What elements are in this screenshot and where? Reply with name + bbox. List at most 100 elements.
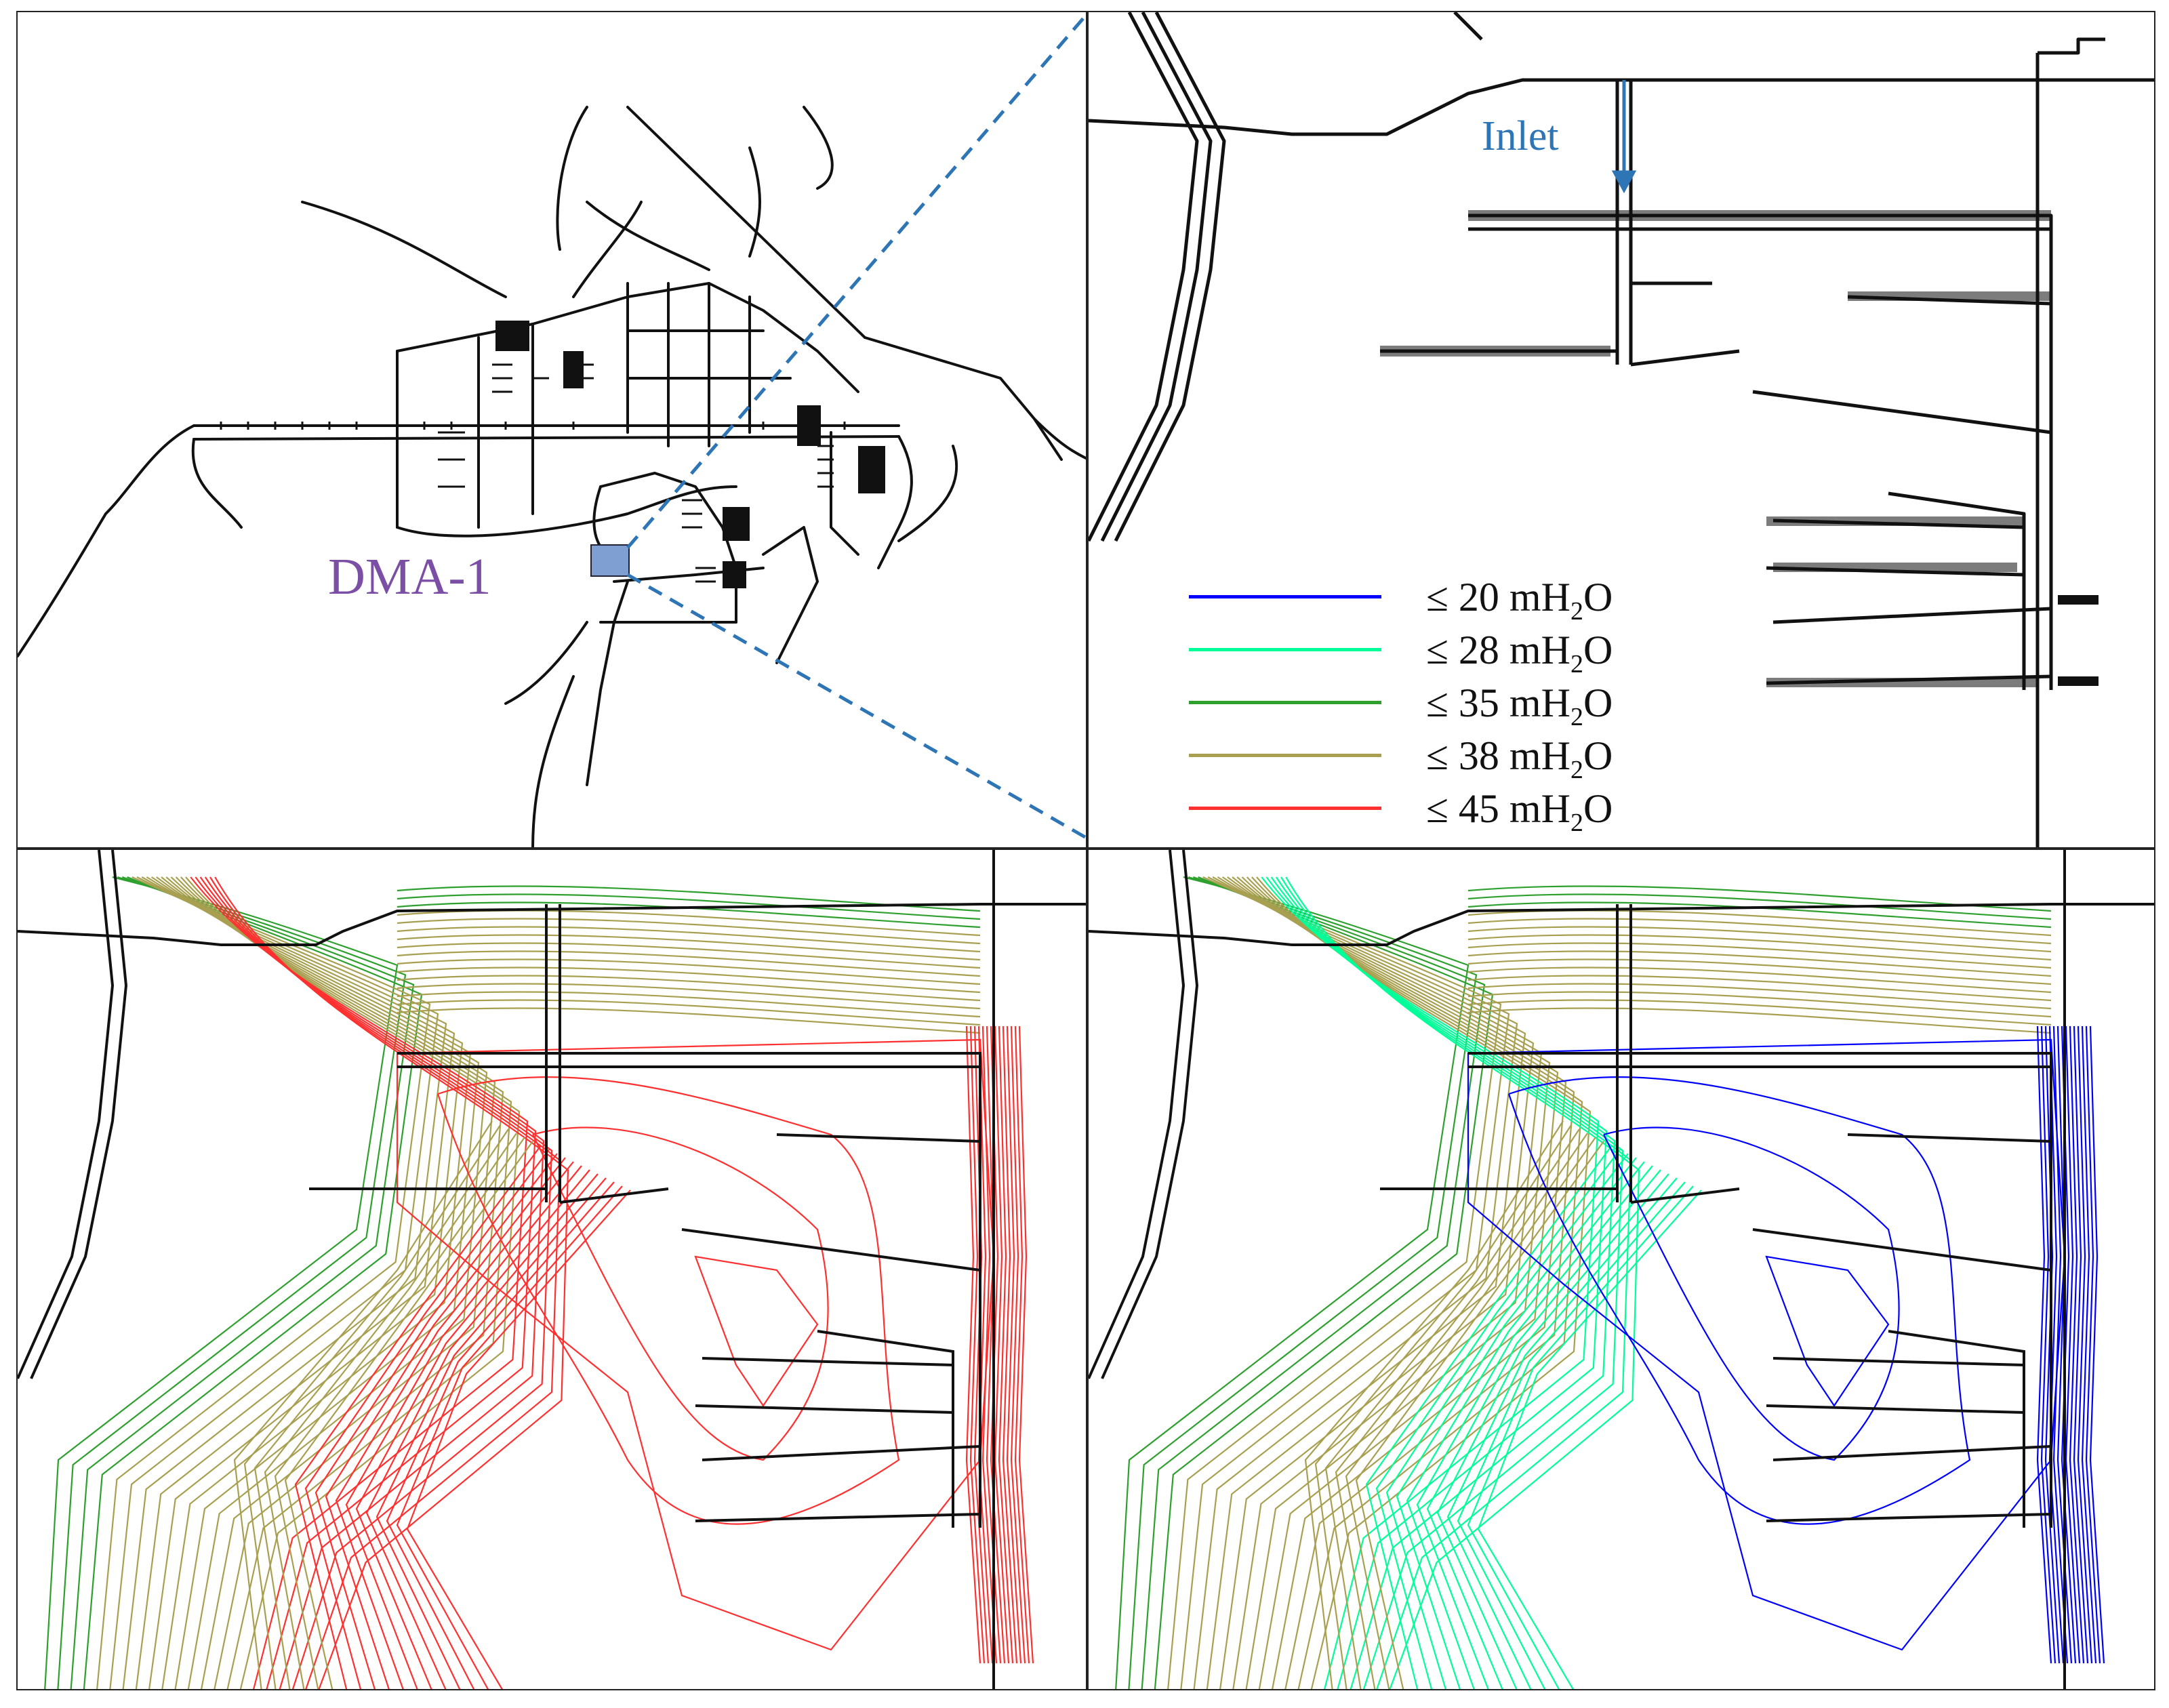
- pipe: [1766, 1404, 2025, 1414]
- contour-line: [1416, 1165, 1653, 1689]
- legend-item: ≤ 38 mH2O: [1189, 731, 1704, 784]
- pressure-legend: ≤ 20 mH2O ≤ 28 mH2O ≤ 35 mH2O ≤ 38 mH2O …: [1189, 572, 1704, 837]
- pipe: [695, 1404, 954, 1414]
- contour-line: [345, 1165, 582, 1689]
- legend-swatch-20: [1189, 595, 1381, 598]
- pipe: [1847, 1133, 2052, 1143]
- contour-line: [1467, 1185, 1694, 1689]
- contour-line: [1180, 876, 1510, 1689]
- contour-line: [532, 1126, 829, 1461]
- contour-line: [2048, 1025, 2065, 1664]
- contour-line: [1467, 999, 2052, 1026]
- contour-line: [2085, 1025, 2101, 1664]
- pipe: [702, 1357, 954, 1366]
- contour-line: [998, 1025, 1014, 1664]
- contour-line: [1256, 876, 1592, 1689]
- contour-line: [1375, 1149, 1621, 1689]
- inlet-label: Inlet: [1482, 113, 1559, 159]
- contour-line: [1246, 876, 1575, 1689]
- contour-line: [1765, 1255, 1890, 1407]
- contour-line: [1467, 991, 2052, 1018]
- contour-line: [397, 942, 981, 969]
- contour-line: [1314, 1124, 1572, 1689]
- contour-line: [1446, 1177, 1678, 1689]
- pipe: [776, 1133, 981, 1143]
- contour-line: [1467, 942, 2052, 969]
- contour-line: [195, 876, 537, 1689]
- pressure-contour-after-panel: [1087, 849, 2155, 1690]
- contour-line: [294, 1145, 542, 1689]
- pipe: [1089, 903, 2154, 946]
- contour-line: [1467, 918, 2052, 945]
- contour-line: [175, 876, 504, 1689]
- contour-line: [2073, 1025, 2089, 1664]
- pipe: [1089, 850, 1185, 1379]
- legend-swatch-28: [1189, 648, 1381, 651]
- contour-line: [2065, 1025, 2081, 1664]
- contour-line: [396, 1038, 995, 1651]
- contour-line: [2089, 1025, 2105, 1664]
- contour-line: [1467, 975, 2052, 1002]
- contour-line: [1227, 876, 1543, 1689]
- contour-line: [1603, 1126, 1900, 1461]
- contour-line: [397, 918, 981, 945]
- contour-line: [1345, 1137, 1596, 1689]
- contour-line: [335, 1161, 574, 1689]
- contour-line: [1167, 876, 1502, 1689]
- legend-label-35: ≤ 35 mH2O: [1426, 680, 1613, 731]
- contour-line: [1265, 876, 1608, 1689]
- contour-line: [397, 1007, 981, 1034]
- legend-swatch-35: [1189, 701, 1381, 704]
- contour-line: [2069, 1025, 2085, 1664]
- legend-label-38: ≤ 38 mH2O: [1426, 733, 1613, 784]
- contour-line: [397, 991, 981, 1018]
- contour-line: [1355, 1141, 1604, 1689]
- pipe: [18, 903, 1086, 946]
- contour-line: [1467, 958, 2052, 985]
- contour-line: [376, 1177, 607, 1689]
- legend-label-45: ≤ 45 mH2O: [1426, 786, 1613, 837]
- contour-line: [355, 1169, 590, 1689]
- contour-line: [397, 967, 981, 994]
- contour-line: [315, 1153, 558, 1689]
- contour-line: [1304, 1120, 1564, 1689]
- contour-line: [185, 876, 521, 1689]
- contour-line: [1467, 1007, 2052, 1034]
- contour-line: [170, 876, 496, 1689]
- contour-line: [397, 893, 981, 920]
- pipe: [695, 1513, 981, 1522]
- contour-line: [180, 876, 512, 1689]
- contour-line: [365, 1173, 599, 1689]
- contour-line: [1285, 876, 1640, 1689]
- contour-line: [96, 876, 431, 1689]
- pipe: [1772, 1357, 2025, 1366]
- contour-line: [1467, 910, 2052, 937]
- contour-line: [1006, 1025, 1022, 1664]
- contour-line: [264, 1133, 517, 1689]
- contour-line: [199, 876, 545, 1689]
- contour-line: [977, 1025, 994, 1664]
- contour-line: [1010, 1025, 1026, 1664]
- contour-line: [254, 1128, 509, 1689]
- legend-swatch-45: [1189, 807, 1381, 810]
- contour-lines: [44, 876, 1034, 1689]
- contour-line: [1014, 1025, 1030, 1664]
- contour-line: [2077, 1025, 2093, 1664]
- contour-line: [214, 876, 569, 1689]
- inlet-arrow: [1611, 80, 1637, 194]
- contour-line: [1467, 1038, 2066, 1651]
- contour-line: [694, 1255, 819, 1407]
- pipe: [1888, 1330, 2025, 1528]
- contour-line: [994, 1025, 1010, 1664]
- zoom-guide-lines: [626, 12, 1086, 840]
- pipe: [681, 1228, 981, 1272]
- contour-line: [1436, 1173, 1669, 1689]
- contour-line: [1324, 1128, 1580, 1689]
- contour-line: [1477, 1190, 1702, 1689]
- contour-line: [1261, 876, 1600, 1689]
- pipe: [817, 1330, 954, 1528]
- pipe: [30, 850, 128, 1379]
- contour-line: [1385, 1153, 1629, 1689]
- dma-network-map: [1089, 12, 2154, 847]
- contour-line: [1018, 1025, 1034, 1664]
